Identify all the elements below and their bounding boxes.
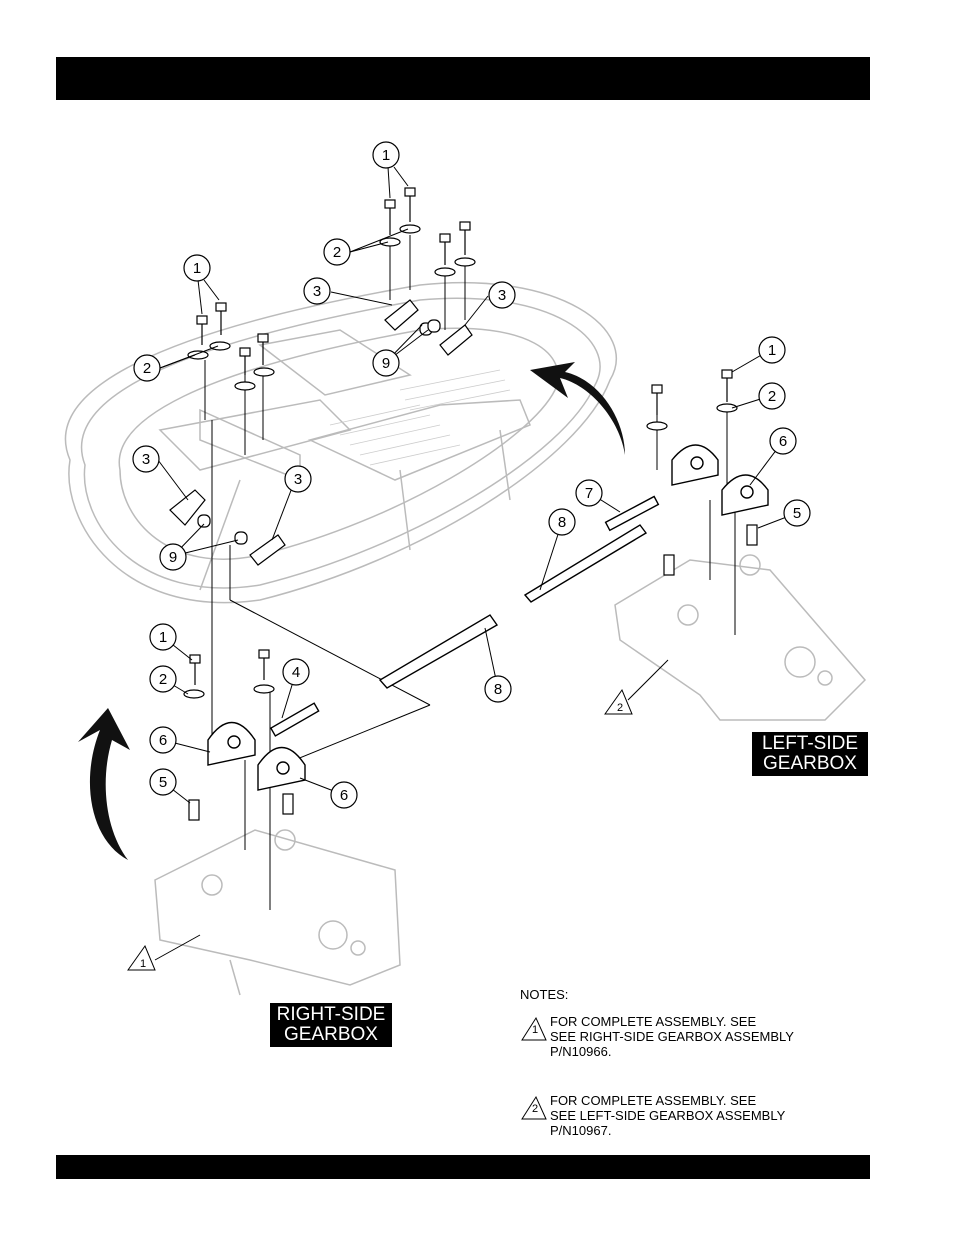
svg-text:8: 8 xyxy=(558,514,566,531)
mesh-panels xyxy=(330,370,510,465)
svg-text:9: 9 xyxy=(382,355,390,372)
callout-6: 6 xyxy=(331,782,357,808)
callout-3: 3 xyxy=(133,446,159,472)
callout-2: 2 xyxy=(759,383,785,409)
callout-2: 2 xyxy=(150,666,176,692)
notes-heading: NOTES: xyxy=(520,987,860,1002)
callout-5: 5 xyxy=(150,769,176,795)
footer-bar xyxy=(56,1155,870,1179)
right-gearbox-outline xyxy=(155,830,400,995)
svg-text:9: 9 xyxy=(169,549,177,566)
callout-1: 1 xyxy=(184,255,210,281)
svg-text:3: 3 xyxy=(294,471,302,488)
svg-text:4: 4 xyxy=(292,664,300,681)
note-2: 2 FOR COMPLETE ASSEMBLY. SEE SEE LEFT-SI… xyxy=(520,1093,860,1138)
svg-text:8: 8 xyxy=(494,681,502,698)
svg-text:1: 1 xyxy=(193,260,201,277)
svg-text:1: 1 xyxy=(159,629,167,646)
svg-text:2: 2 xyxy=(333,244,341,261)
callout-1: 1 xyxy=(150,624,176,650)
callout-7: 7 xyxy=(576,480,602,506)
callout-3: 3 xyxy=(285,466,311,492)
svg-text:1: 1 xyxy=(140,958,146,970)
callout-3: 3 xyxy=(489,282,515,308)
rods xyxy=(271,497,659,736)
reference-triangles: 1 2 xyxy=(128,690,632,970)
callout-2: 2 xyxy=(134,355,160,381)
callout-6: 6 xyxy=(770,428,796,454)
svg-text:2: 2 xyxy=(143,360,151,377)
svg-text:3: 3 xyxy=(498,287,506,304)
callout-2: 2 xyxy=(324,239,350,265)
svg-text:5: 5 xyxy=(793,505,801,522)
callout-3: 3 xyxy=(304,278,330,304)
callout-6: 6 xyxy=(150,727,176,753)
note-1: 1 FOR COMPLETE ASSEMBLY. SEE SEE RIGHT-S… xyxy=(520,1014,860,1059)
svg-text:2: 2 xyxy=(617,702,623,714)
frame-outline xyxy=(65,283,616,603)
left-gearbox-label: LEFT-SIDE GEARBOX xyxy=(752,732,868,776)
callout-9: 9 xyxy=(373,350,399,376)
notes-block: NOTES: 1 FOR COMPLETE ASSEMBLY. SEE SEE … xyxy=(520,987,860,1138)
svg-text:6: 6 xyxy=(340,787,348,804)
svg-text:3: 3 xyxy=(142,451,150,468)
frame-brackets xyxy=(170,300,472,565)
callout-5: 5 xyxy=(784,500,810,526)
callout-8: 8 xyxy=(549,509,575,535)
leader-lines xyxy=(155,167,797,960)
svg-text:2: 2 xyxy=(159,671,167,688)
right-gearbox-label: RIGHT-SIDE GEARBOX xyxy=(270,1003,392,1047)
callout-8: 8 xyxy=(485,676,511,702)
svg-text:6: 6 xyxy=(779,433,787,450)
svg-text:1: 1 xyxy=(382,147,390,164)
callout-4: 4 xyxy=(283,659,309,685)
callout-1: 1 xyxy=(373,142,399,168)
svg-text:6: 6 xyxy=(159,732,167,749)
svg-text:3: 3 xyxy=(313,283,321,300)
svg-text:2: 2 xyxy=(768,388,776,405)
svg-text:1: 1 xyxy=(768,342,776,359)
callout-1: 1 xyxy=(759,337,785,363)
svg-text:7: 7 xyxy=(585,485,593,502)
callout-9: 9 xyxy=(160,544,186,570)
svg-text:5: 5 xyxy=(159,774,167,791)
left-gearbox-outline xyxy=(615,555,865,720)
